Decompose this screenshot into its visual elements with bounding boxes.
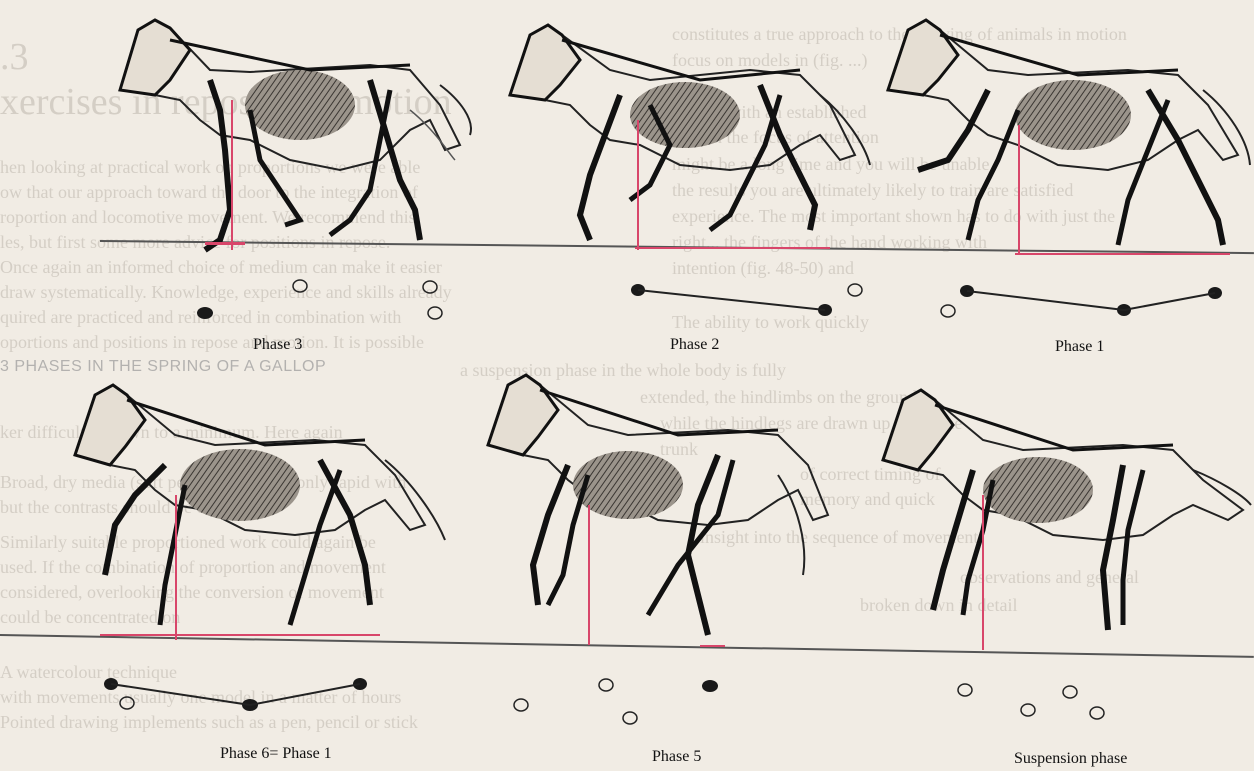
phase-label: Suspension phase (1014, 750, 1127, 768)
phase-label: Phase 6= Phase 1 (220, 745, 332, 763)
phase-label: Phase 5 (652, 748, 701, 766)
phase-label: Phase 1 (1055, 338, 1104, 356)
phase-label: Phase 2 (670, 336, 719, 354)
phase-label: Phase 3 (253, 336, 302, 354)
